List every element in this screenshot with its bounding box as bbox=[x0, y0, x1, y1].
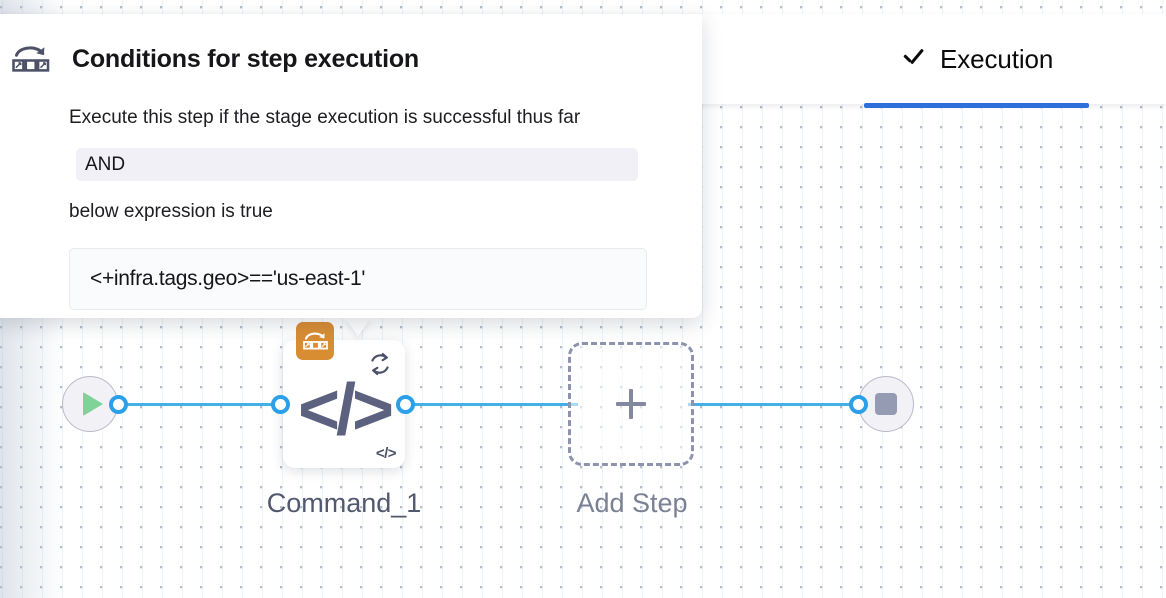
play-icon bbox=[83, 392, 103, 416]
end-node[interactable] bbox=[858, 376, 914, 432]
popover-arrow bbox=[345, 318, 371, 336]
condition-expression-field: <+infra.tags.geo>=='us-east-1' bbox=[69, 248, 647, 310]
condition-operator-field: AND bbox=[76, 148, 638, 181]
edge-start-to-step bbox=[108, 403, 288, 406]
step-node-label: Command_1 bbox=[266, 488, 422, 518]
plus-icon bbox=[616, 389, 646, 419]
step-conditions-popover: Conditions for step execution Execute th… bbox=[0, 14, 702, 318]
tab-active-underline bbox=[864, 103, 1090, 108]
add-step-label: Add Step bbox=[576, 488, 688, 518]
condition-expression-value: <+infra.tags.geo>=='us-east-1' bbox=[90, 267, 366, 290]
port-end-in[interactable] bbox=[849, 395, 868, 414]
check-icon bbox=[900, 46, 926, 72]
port-step-out[interactable] bbox=[396, 395, 415, 414]
port-start-out[interactable] bbox=[109, 395, 128, 414]
code-mini-icon: </> bbox=[375, 445, 397, 462]
code-icon: </> bbox=[297, 370, 394, 450]
condition-description-2: below expression is true bbox=[69, 201, 273, 222]
step-node-command[interactable]: </> </> bbox=[283, 322, 405, 468]
condition-operator-value: AND bbox=[85, 153, 126, 175]
condition-description-1: Execute this step if the stage execution… bbox=[69, 107, 581, 128]
tab-execution[interactable]: Execution bbox=[864, 14, 1090, 108]
edge-step-to-addstep bbox=[398, 403, 578, 406]
rollback-icon bbox=[12, 46, 50, 72]
retry-icon bbox=[371, 352, 389, 376]
rollback-icon bbox=[296, 322, 334, 360]
add-step-button[interactable] bbox=[568, 342, 694, 466]
tab-execution-label: Execution bbox=[940, 43, 1054, 74]
popover-title: Conditions for step execution bbox=[72, 44, 419, 73]
popover-header: Conditions for step execution bbox=[8, 41, 419, 77]
edge-addstep-to-end bbox=[688, 403, 866, 406]
port-step-in[interactable] bbox=[271, 395, 290, 414]
stop-icon bbox=[875, 393, 897, 415]
